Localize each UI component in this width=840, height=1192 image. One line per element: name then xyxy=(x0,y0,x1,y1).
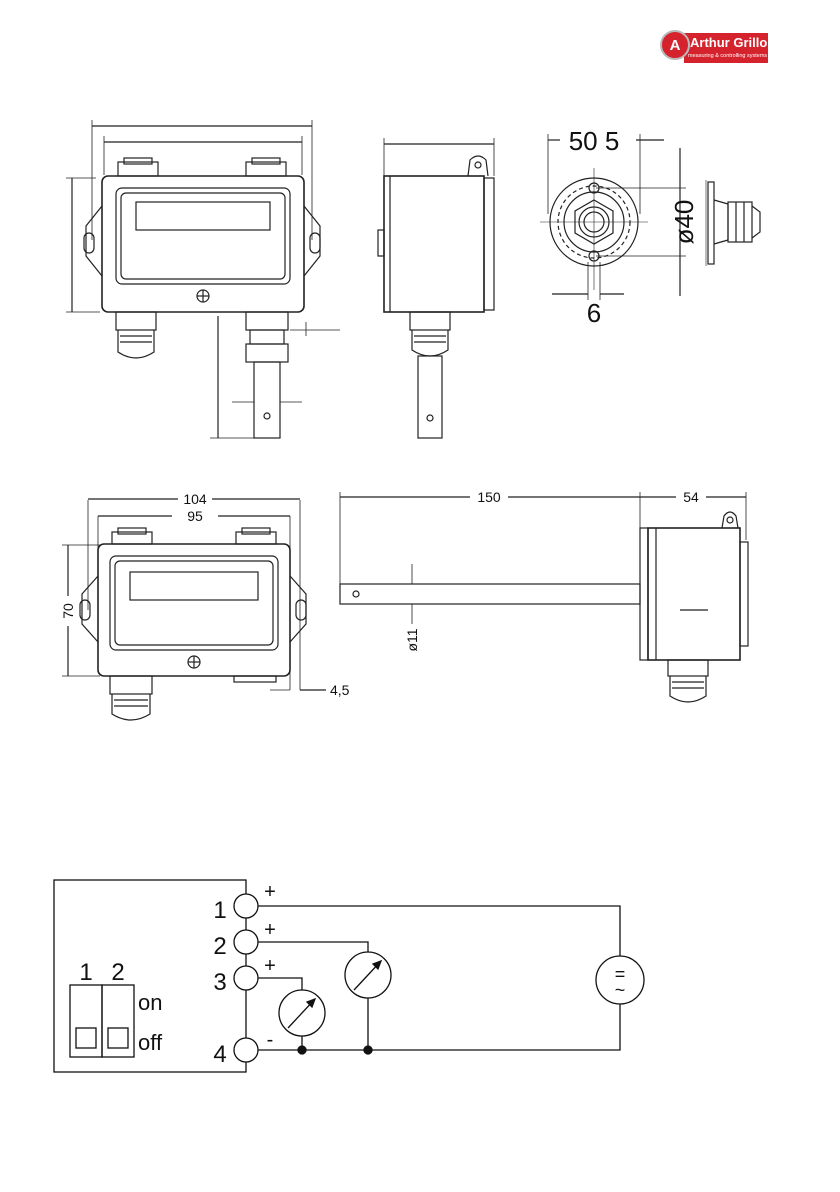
side-ear xyxy=(722,512,738,528)
side-dim-depth: 54 xyxy=(683,489,699,505)
side-housing xyxy=(648,528,740,660)
wire-terminal-1 xyxy=(258,906,620,956)
polarity-1: + xyxy=(264,881,276,903)
flange-side-thumbnail xyxy=(706,180,760,266)
top-gland-probe xyxy=(246,312,288,330)
top-side-housing xyxy=(384,176,484,312)
terminal-4 xyxy=(234,1038,258,1062)
side-dim-probe-length: 150 xyxy=(477,489,501,505)
power-supply-ac-symbol: ~ xyxy=(615,980,626,1000)
polarity-4: - xyxy=(267,1029,274,1051)
dip-switch-1-number: 1 xyxy=(79,959,92,986)
dip-on-label: on xyxy=(138,990,162,1015)
front-display-window xyxy=(130,572,258,600)
wire-terminal-3 xyxy=(258,978,302,990)
front-cable-gland xyxy=(110,676,152,694)
junction-dot-1 xyxy=(298,1046,306,1054)
terminal-1 xyxy=(234,894,258,918)
flange-dim-hole: 6 xyxy=(587,298,601,328)
terminal-2 xyxy=(234,930,258,954)
front-dim-edge: 4,5 xyxy=(330,682,350,698)
front-view xyxy=(62,499,326,720)
terminal-1-label: 1 xyxy=(213,897,226,924)
terminal-3 xyxy=(234,966,258,990)
top-probe-tube xyxy=(254,362,280,438)
terminal-3-label: 3 xyxy=(213,969,226,996)
top-side-probe xyxy=(418,356,442,438)
terminal-2-label: 2 xyxy=(213,933,226,960)
flange-dim-pcd: 50 5 xyxy=(569,126,620,156)
dip-switch-1-knob xyxy=(76,1028,96,1048)
wire-terminal-2 xyxy=(258,942,368,952)
dip-switch-2[interactable] xyxy=(102,985,134,1057)
top-front-view xyxy=(66,120,340,438)
meter-terminal-2-icon xyxy=(345,952,391,998)
front-dim-width-inner: 95 xyxy=(187,508,203,524)
flange-view xyxy=(540,134,760,300)
top-ear-right xyxy=(304,206,320,276)
top-side-view xyxy=(378,138,494,438)
junction-dot-2 xyxy=(364,1046,372,1054)
polarity-3: + xyxy=(264,955,276,977)
polarity-2: + xyxy=(264,919,276,941)
top-gland-left xyxy=(116,312,156,330)
terminal-4-label: 4 xyxy=(213,1041,226,1068)
side-view xyxy=(340,492,748,702)
dip-switch-1[interactable] xyxy=(70,985,102,1057)
front-ear-right xyxy=(290,576,306,642)
side-dim-probe-diameter: ø11 xyxy=(404,628,420,651)
dip-switch-2-knob xyxy=(108,1028,128,1048)
dip-off-label: off xyxy=(138,1030,163,1055)
front-display-frame xyxy=(110,556,278,650)
side-probe-tube xyxy=(340,584,640,604)
meter-terminal-3-icon xyxy=(279,990,325,1036)
top-display-window xyxy=(136,202,270,230)
front-dim-height: 70 xyxy=(60,603,76,619)
dip-switch-2-number: 2 xyxy=(111,959,124,986)
flange-dim-diameter: ø40 xyxy=(669,200,699,245)
top-side-ear xyxy=(468,156,488,176)
front-dim-width-outer: 104 xyxy=(183,491,207,507)
side-cable-gland xyxy=(668,660,708,676)
